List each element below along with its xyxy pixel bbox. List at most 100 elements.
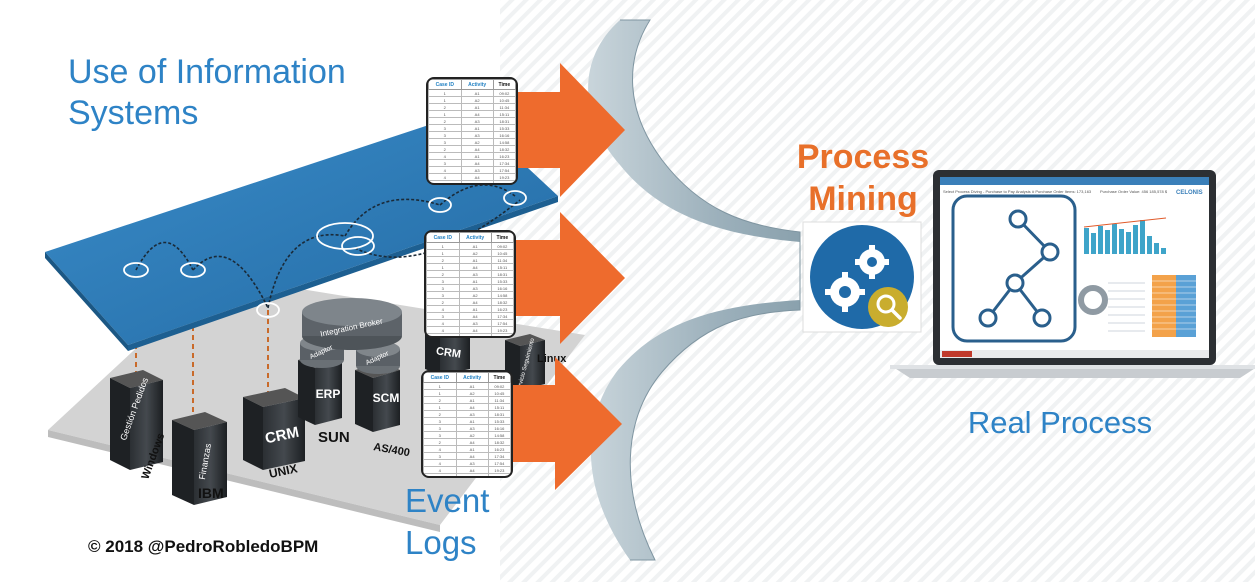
table-cell: A3	[455, 459, 489, 467]
table-cell: A1	[458, 277, 492, 285]
table-cell: 18:31	[492, 117, 516, 125]
table-cell: 15:11	[490, 263, 514, 271]
table-cell: A1	[460, 124, 494, 132]
process-graph-icon	[951, 194, 1077, 343]
event-logs-line-1: Event	[405, 482, 490, 519]
table-cell: 15:33	[492, 124, 516, 132]
table-cell: 17:34	[487, 452, 511, 460]
table-cell: 14:58	[487, 431, 511, 439]
table-cell: A4	[458, 298, 492, 306]
dashboard-header-left: Select Process Diving - Purchase to Pay …	[943, 189, 1031, 194]
process-mining-line-2: Mining	[808, 180, 918, 218]
arrow-top	[500, 63, 625, 197]
table-cell: A1	[458, 256, 492, 264]
table-cell: 18:32	[490, 298, 514, 306]
table-cell: 2	[426, 256, 460, 264]
dashboard-donut	[1078, 285, 1108, 315]
table-cell: 09:02	[490, 242, 514, 250]
table-cell: 2	[428, 117, 462, 125]
table-cell: 1	[428, 89, 462, 97]
table-cell: A1	[460, 103, 494, 111]
table-cell: A4	[458, 312, 492, 320]
os-label-linux: Linux	[537, 353, 567, 365]
title-line-2: Systems	[68, 94, 199, 132]
table-cell: A3	[455, 424, 489, 432]
table-cell: 4	[428, 173, 462, 181]
table-cell: 17:54	[490, 319, 514, 327]
orange-arrows	[493, 63, 625, 490]
server-finanzas	[172, 412, 227, 505]
table-cell: 2	[423, 438, 457, 446]
table-cell: 1	[423, 382, 457, 390]
table-cell: A1	[460, 89, 494, 97]
table-cell: A1	[455, 417, 489, 425]
table-cell: 3	[428, 124, 462, 132]
table-cell: 1	[423, 403, 457, 411]
table-cell: A2	[458, 291, 492, 299]
table-cell: A1	[455, 445, 489, 453]
arrow-bottom	[493, 357, 622, 490]
table-cell: 18:32	[487, 438, 511, 446]
dashboard-header-right: Purchase Order Value: 456 185,578 $	[1100, 189, 1168, 194]
table-cell: 20:11	[492, 180, 516, 183]
table-cell: 1	[426, 242, 460, 250]
table-cell: 17:34	[492, 159, 516, 167]
table-cell: 3	[423, 424, 457, 432]
table-cell: 4	[428, 180, 462, 183]
dashboard-header-mid: # Purchase Order Items: 173,163	[1032, 189, 1092, 194]
table-cell: A3	[458, 319, 492, 327]
page-title: Use of Information Systems	[68, 52, 428, 134]
table-cell: A1	[458, 242, 492, 250]
table-cell: 2	[428, 145, 462, 153]
table-cell: 10:45	[487, 389, 511, 397]
table-cell: 19:23	[487, 466, 511, 474]
table-cell: A2	[460, 138, 494, 146]
table-cell: A2	[455, 389, 489, 397]
table-cell: A1	[458, 305, 492, 313]
table-cell: 16:23	[492, 152, 516, 160]
table-cell: 1	[426, 249, 460, 257]
table-cell: A5	[460, 180, 494, 183]
table-cell: 16:16	[492, 131, 516, 139]
table-cell: 2	[423, 410, 457, 418]
table-cell: 1	[428, 96, 462, 104]
table-cell: 09:02	[487, 382, 511, 390]
table-cell: A2	[458, 249, 492, 257]
table-cell: 16:23	[487, 445, 511, 453]
column-header: Time	[492, 79, 516, 90]
table-cell: 16:16	[490, 284, 514, 292]
table-cell: 18:31	[487, 410, 511, 418]
column-header: Activity	[460, 79, 494, 90]
table-cell: A3	[460, 166, 494, 174]
table-cell: 17:34	[490, 312, 514, 320]
table-cell: A3	[458, 270, 492, 278]
table-cell: 3	[426, 291, 460, 299]
server-label-erp: ERP	[316, 387, 341, 401]
event-logs-label: Event Logs	[405, 480, 489, 564]
column-header: Time	[490, 232, 514, 243]
real-process-label: Real Process	[967, 405, 1153, 440]
table-cell: 3	[428, 131, 462, 139]
table-cell: 4	[423, 445, 457, 453]
table-cell: 3	[423, 452, 457, 460]
